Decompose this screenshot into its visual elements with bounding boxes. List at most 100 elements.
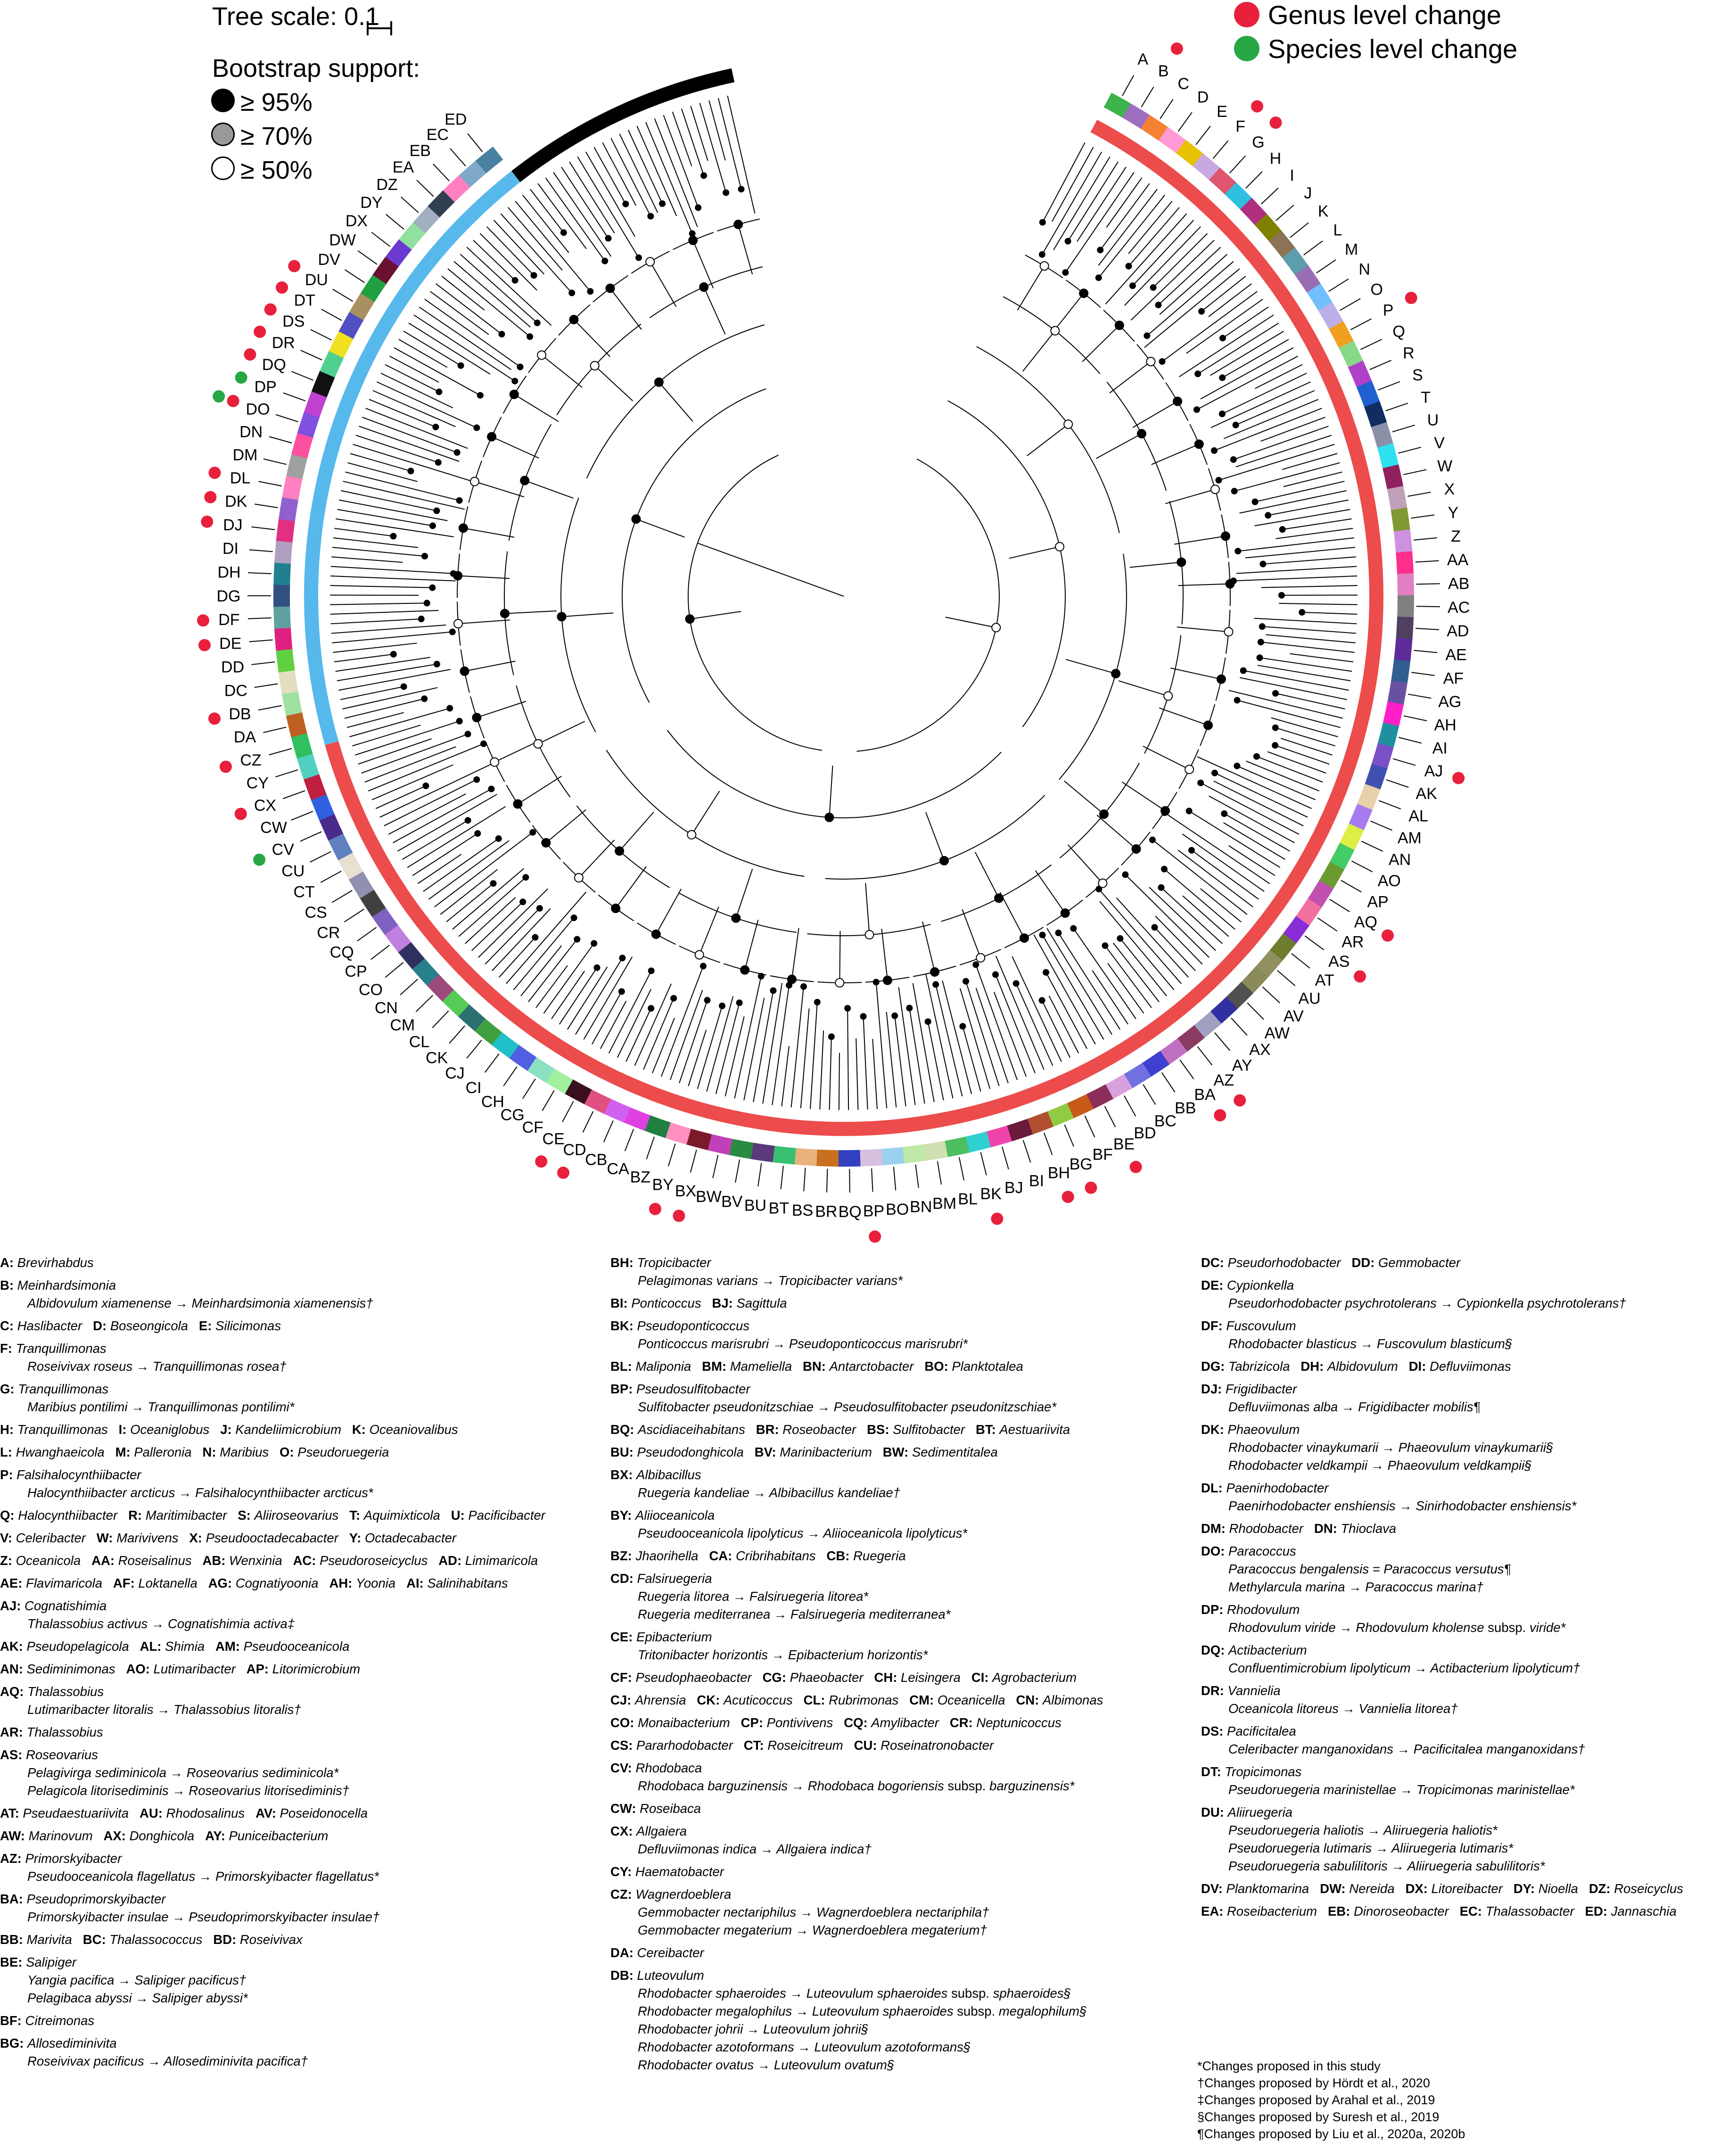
leader-line	[624, 1128, 634, 1152]
species-change-dot-legend	[1234, 36, 1259, 61]
key-code: EC:	[1459, 1904, 1482, 1918]
clade-label-x: X	[1444, 480, 1455, 498]
key-genus: Flavimaricola	[26, 1576, 102, 1590]
key-genus: Planktotalea	[952, 1359, 1023, 1374]
clade-label-bk: BK	[980, 1185, 1002, 1203]
genus-change-label: Genus level change	[1268, 0, 1502, 30]
key-change: Halocynthiibacter arcticus → Falsihalocy…	[27, 1485, 373, 1500]
key-code: DR:	[1201, 1683, 1224, 1698]
leader-line	[603, 1120, 614, 1143]
clade-label-ar: AR	[1341, 933, 1364, 951]
leader-line	[503, 1066, 518, 1087]
leader-line	[385, 962, 404, 978]
clade-label-ca: CA	[607, 1160, 630, 1178]
clade-label-cr: CR	[317, 924, 340, 942]
clade-band-au	[1255, 950, 1283, 978]
clade-band-ai	[1377, 722, 1399, 748]
key-code: AZ:	[0, 1851, 22, 1866]
clade-band-by	[665, 1122, 691, 1145]
key-entry: CW: Roseibaca	[610, 1800, 1190, 1818]
clade-band-bj	[986, 1125, 1012, 1148]
key-change: Pelagivirga sediminicola → Roseovarius s…	[27, 1765, 339, 1780]
key-change: Lutimaribacter litoralis → Thalassobius …	[27, 1702, 301, 1717]
leader-line	[269, 436, 292, 444]
clade-band-cb	[603, 1098, 631, 1123]
clade-label-dp: DP	[255, 378, 277, 396]
clade-label-cy: CY	[247, 774, 269, 792]
clade-band-dt	[338, 312, 364, 339]
leader-line	[450, 148, 466, 167]
key-code: BQ:	[610, 1422, 634, 1437]
clade-band-bo	[880, 1147, 905, 1166]
key-entry: V: Celeribacter W: Marivivens X: Pseudoo…	[0, 1529, 580, 1547]
key-genus: Aliiruegeria	[1227, 1805, 1293, 1820]
clade-band-r	[1348, 360, 1372, 387]
key-code: DU:	[1201, 1805, 1224, 1820]
key-code: BZ:	[610, 1548, 632, 1563]
clade-band-al	[1357, 783, 1381, 811]
key-change: Thalassobius activus → Cognatishimia act…	[27, 1616, 295, 1631]
clade-label-d: D	[1197, 89, 1209, 107]
phylogenetic-tree: ABCDEFGHIJKLMNOPQRSTUVWXYZAAABACADAEAFAG…	[197, 21, 1470, 1243]
clade-band-cg	[527, 1057, 555, 1083]
clade-label-bb: BB	[1175, 1099, 1196, 1117]
leader-line	[371, 231, 391, 247]
key-code: CP:	[740, 1715, 764, 1730]
genus-change-dot	[1452, 772, 1465, 784]
key-change: Ponticoccus marisrubri → Pseudoponticocc…	[638, 1336, 968, 1351]
clade-label-ea: EA	[393, 158, 414, 176]
genus-change-dot	[1269, 116, 1282, 129]
clade-band-dk	[279, 496, 299, 521]
key-entry: CJ: Ahrensia CK: Acuticoccus CL: Rubrimo…	[610, 1691, 1190, 1709]
key-code: AN:	[0, 1662, 23, 1676]
clade-band-bq	[838, 1150, 861, 1167]
key-genus: Rhodobacter	[1229, 1521, 1304, 1536]
clade-label-cz: CZ	[240, 751, 261, 769]
clade-label-da: DA	[234, 728, 256, 746]
leader-line	[1161, 1072, 1176, 1093]
leader-line	[370, 945, 390, 960]
key-code: AP:	[246, 1662, 269, 1676]
clade-band-cj	[474, 1018, 502, 1046]
clade-band-di	[274, 540, 293, 564]
leader-line	[251, 661, 275, 665]
major-band-black	[511, 68, 735, 182]
clade-band-z	[1393, 529, 1413, 553]
clade-label-aa: AA	[1447, 551, 1469, 569]
key-genus: Falsihalocynthiibacter	[16, 1467, 141, 1482]
clade-label-dr: DR	[272, 334, 295, 352]
clade-label-cl: CL	[409, 1033, 429, 1051]
genus-change-dot	[1214, 1109, 1226, 1121]
key-genus: Meinhardsimonia	[17, 1278, 116, 1293]
leader-line	[1229, 155, 1246, 173]
clade-band-bp	[859, 1149, 883, 1167]
key-code: BP:	[610, 1382, 633, 1396]
clade-band-dd	[276, 649, 295, 673]
key-genus: Roseibacterium	[1227, 1904, 1317, 1918]
leader-line	[332, 288, 354, 302]
key-genus: Rubrimonas	[829, 1693, 899, 1707]
key-code: BG:	[0, 2036, 24, 2050]
key-code: AQ:	[0, 1684, 24, 1699]
clade-band-dy	[399, 222, 426, 250]
key-code: CB:	[826, 1548, 850, 1563]
key-code: CW:	[610, 1801, 636, 1816]
leader-line	[1350, 318, 1372, 330]
clade-label-bc: BC	[1154, 1112, 1177, 1130]
key-code: AJ:	[0, 1598, 21, 1613]
clade-band-bh	[1027, 1111, 1054, 1135]
key-code: BY:	[610, 1508, 632, 1523]
leader-line	[1415, 560, 1439, 563]
key-change: Rhodobaca barguzinensis → Rhodobaca bogo…	[638, 1778, 1075, 1793]
clade-label-ay: AY	[1232, 1056, 1252, 1074]
leader-line	[344, 908, 364, 922]
key-code: BK:	[610, 1318, 634, 1333]
clade-label-cs: CS	[305, 904, 327, 922]
